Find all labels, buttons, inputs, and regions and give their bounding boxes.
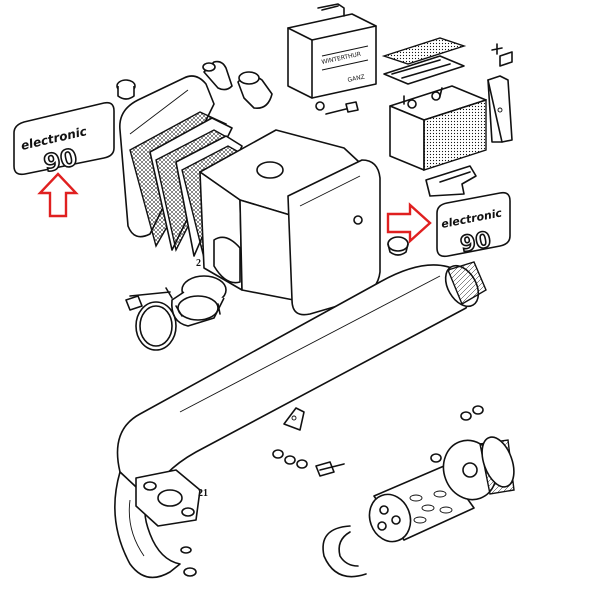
- battery-box: WINTERTHUR GANZ: [287, 3, 377, 99]
- exhaust-pipe: [114, 471, 181, 579]
- hose-clamp: [125, 287, 177, 351]
- circlip-inner: [338, 531, 359, 567]
- battery-box-sublabel: GANZ: [347, 74, 365, 84]
- battery-bracket: [487, 43, 513, 143]
- part-number-2: 2: [196, 258, 201, 269]
- part-number-21: 21: [198, 488, 208, 499]
- end-cap-nuts: [430, 405, 484, 463]
- intake-elbow: [237, 71, 273, 110]
- muffler-body: [116, 261, 487, 501]
- intake-boot: [171, 275, 227, 327]
- intake-sleeve: [202, 60, 233, 91]
- bolt-small: [315, 101, 359, 115]
- badge-right: electronic 90: [436, 191, 511, 259]
- badge-left-number: 90: [41, 143, 80, 178]
- circlip-outer: [322, 525, 367, 578]
- battery: [389, 85, 487, 171]
- air-filter-housing: [119, 75, 381, 316]
- badge-right-number: 90: [458, 228, 493, 258]
- nut-lower-left: [180, 546, 197, 577]
- foam-pad: [381, 37, 467, 85]
- bent-plate: [425, 165, 477, 197]
- air-filter-knob: [116, 79, 136, 100]
- end-cap: [442, 436, 515, 501]
- arrow-right: [386, 202, 432, 244]
- hardware-washers: [272, 449, 345, 477]
- arrow-up: [37, 172, 79, 218]
- exhaust-flange: [135, 469, 201, 527]
- filter-cap: [387, 236, 409, 256]
- badge-left: electronic 90: [13, 101, 115, 179]
